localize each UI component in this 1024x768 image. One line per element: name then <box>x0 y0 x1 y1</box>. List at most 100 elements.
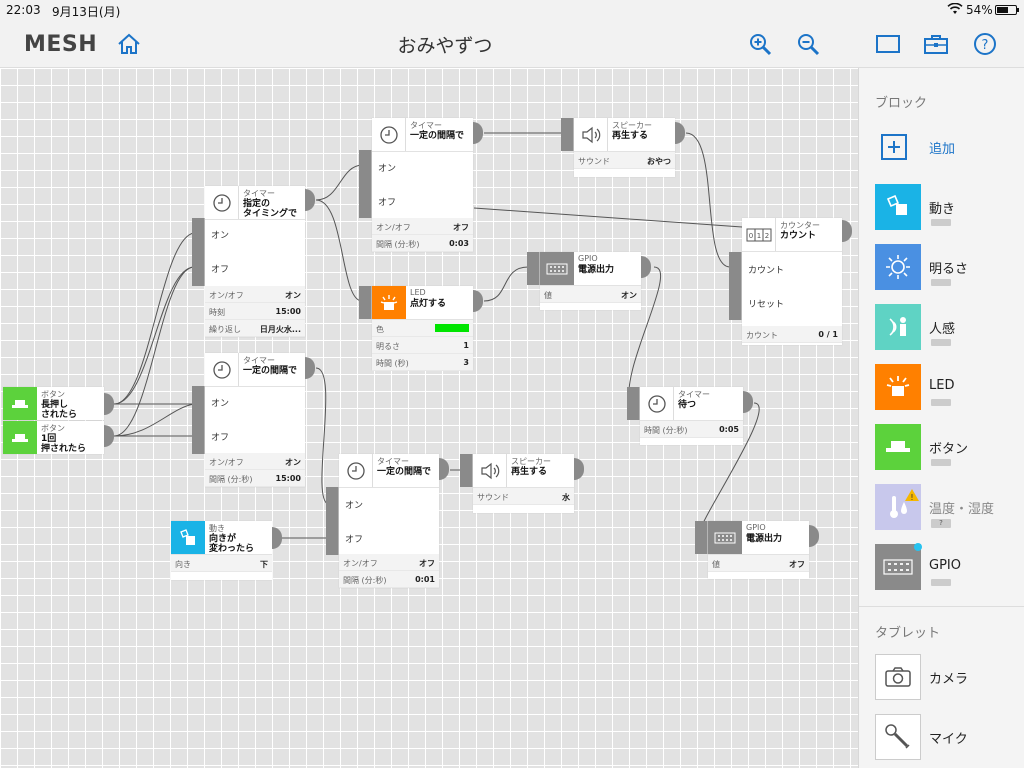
button-icon <box>3 421 37 454</box>
timer2-output-connector[interactable] <box>473 122 483 144</box>
palette-item-label[interactable]: ボタン <box>929 442 969 457</box>
gpio2-output-connector[interactable] <box>809 525 819 547</box>
status-time: 22:03 <box>6 3 41 17</box>
home-icon[interactable] <box>115 30 143 58</box>
speaker2-input-connector[interactable] <box>460 454 475 487</box>
speaker1-input-connector[interactable] <box>561 118 576 151</box>
palette-microphone-icon[interactable] <box>875 714 921 760</box>
speaker1-output-connector[interactable] <box>675 122 685 144</box>
add-block-button[interactable] <box>881 134 907 160</box>
toolbox-icon[interactable] <box>922 30 950 58</box>
palette-item-label[interactable]: GPIO <box>929 558 961 573</box>
block-header: タイマー 待つ <box>640 387 743 421</box>
add-label[interactable]: 追加 <box>929 142 956 157</box>
palette-button-icon[interactable] <box>875 424 921 470</box>
timer-block-interval-2[interactable]: タイマー 一定の間隔で オン オフ オン/オフオン 間隔 (分:秒)15:00 <box>205 353 305 487</box>
button-block-long-press[interactable]: ボタン 長押しされたら <box>3 387 104 420</box>
block-name: 一定の間隔で <box>377 467 432 477</box>
timer-block-interval-3[interactable]: タイマー 一定の間隔で オン オフ オン/オフオフ 間隔 (分:秒)0:01 <box>339 454 439 588</box>
app-header: MESH おみやずつ ? <box>0 20 1024 68</box>
palette-item-label[interactable]: マイク <box>929 732 968 747</box>
block-properties: 時間 (分:秒)0:05 <box>640 421 743 438</box>
palette-led-icon[interactable] <box>875 364 921 410</box>
timer1-input-connector[interactable] <box>192 218 207 286</box>
timer4-input-connector[interactable] <box>627 387 642 420</box>
counter-output-connector[interactable] <box>842 220 852 242</box>
gpio-block-1[interactable]: GPIO 電源出力 値オン <box>540 252 641 310</box>
speaker-icon <box>574 118 608 151</box>
timer5-input-connector[interactable] <box>326 487 341 555</box>
gpio-icon <box>540 252 574 285</box>
palette-item-label[interactable]: 人感 <box>929 322 956 337</box>
timer4-output-connector[interactable] <box>743 391 753 413</box>
led-output-connector[interactable] <box>473 290 483 312</box>
block-category: タイマー <box>678 390 710 399</box>
timer2-input-connector[interactable] <box>359 150 374 218</box>
port-on: オン <box>345 501 364 511</box>
timer3-input-connector[interactable] <box>192 386 207 454</box>
timer3-output-connector[interactable] <box>305 357 315 379</box>
battery-indicator <box>931 459 951 466</box>
timer1-output-connector[interactable] <box>305 189 315 211</box>
palette-gpio-icon[interactable] <box>875 544 921 590</box>
timer5-output-connector[interactable] <box>439 458 449 480</box>
gpio-block-2[interactable]: GPIO 電源出力 値オフ <box>708 521 809 579</box>
palette-item-label[interactable]: 明るさ <box>929 262 969 277</box>
palette-item-label[interactable]: LED <box>929 378 955 393</box>
block-properties: オン/オフオフ 間隔 (分:秒)0:01 <box>339 554 439 588</box>
gpio2-input-connector[interactable] <box>695 521 710 554</box>
timer-block-interval-1[interactable]: タイマー 一定の間隔で オン オフ オン/オフオフ 間隔 (分:秒)0:03 <box>372 118 473 252</box>
palette-camera-icon[interactable] <box>875 654 921 700</box>
prop-row: 間隔 (分:秒)0:03 <box>372 235 473 252</box>
button-icon <box>3 387 37 420</box>
warning-icon: ! <box>905 486 919 502</box>
block-category: 動き <box>209 524 225 533</box>
prop-row: サウンド水 <box>473 488 574 505</box>
clock-icon <box>372 118 406 151</box>
palette-item-label[interactable]: 動き <box>929 202 956 217</box>
speaker-icon <box>473 454 507 487</box>
palette-human-sensor-icon[interactable] <box>875 304 921 350</box>
gpio1-output-connector[interactable] <box>641 256 651 278</box>
motion-output-connector[interactable] <box>272 527 282 549</box>
connected-indicator <box>914 543 922 551</box>
speaker-block-1[interactable]: スピーカー 再生する サウンドおやつ <box>574 118 675 177</box>
led-input-connector[interactable] <box>359 286 374 319</box>
timer-block-wait[interactable]: タイマー 待つ 時間 (分:秒)0:05 <box>640 387 743 445</box>
palette-brightness-icon[interactable] <box>875 244 921 290</box>
block-name: 向きが変わったら <box>209 534 255 554</box>
speaker-block-2[interactable]: スピーカー 再生する サウンド水 <box>473 454 574 513</box>
block-header: スピーカー 再生する <box>574 118 675 152</box>
palette-motion-icon[interactable] <box>875 184 921 230</box>
counter-input-connector[interactable] <box>729 252 744 320</box>
speaker2-output-connector[interactable] <box>574 458 584 480</box>
palette-item-label[interactable]: カメラ <box>929 672 969 687</box>
button2-output-connector[interactable] <box>104 425 114 447</box>
button1-output-connector[interactable] <box>104 393 114 415</box>
palette-item-label[interactable]: 温度・湿度 <box>929 502 995 517</box>
zoom-in-icon[interactable] <box>746 30 774 58</box>
gpio1-input-connector[interactable] <box>527 252 542 285</box>
button-block-single-press[interactable]: ボタン 1回押されたら <box>3 421 104 454</box>
block-category: タイマー <box>410 121 442 130</box>
block-name: 再生する <box>511 467 548 477</box>
zoom-out-icon[interactable] <box>794 30 822 58</box>
block-category: GPIO <box>578 254 598 263</box>
block-properties: オン/オフオン 間隔 (分:秒)15:00 <box>205 453 305 487</box>
motion-block[interactable]: 動き 向きが変わったら 向き下 <box>171 521 272 580</box>
wifi-icon <box>947 2 963 18</box>
gpio-icon <box>708 521 742 554</box>
block-category: ボタン <box>41 424 65 433</box>
battery-indicator <box>931 399 951 406</box>
battery-indicator <box>931 279 951 286</box>
page-title: おみやずつ <box>397 35 493 57</box>
panel-toggle-icon[interactable] <box>874 30 902 58</box>
help-icon[interactable]: ? <box>971 30 999 58</box>
